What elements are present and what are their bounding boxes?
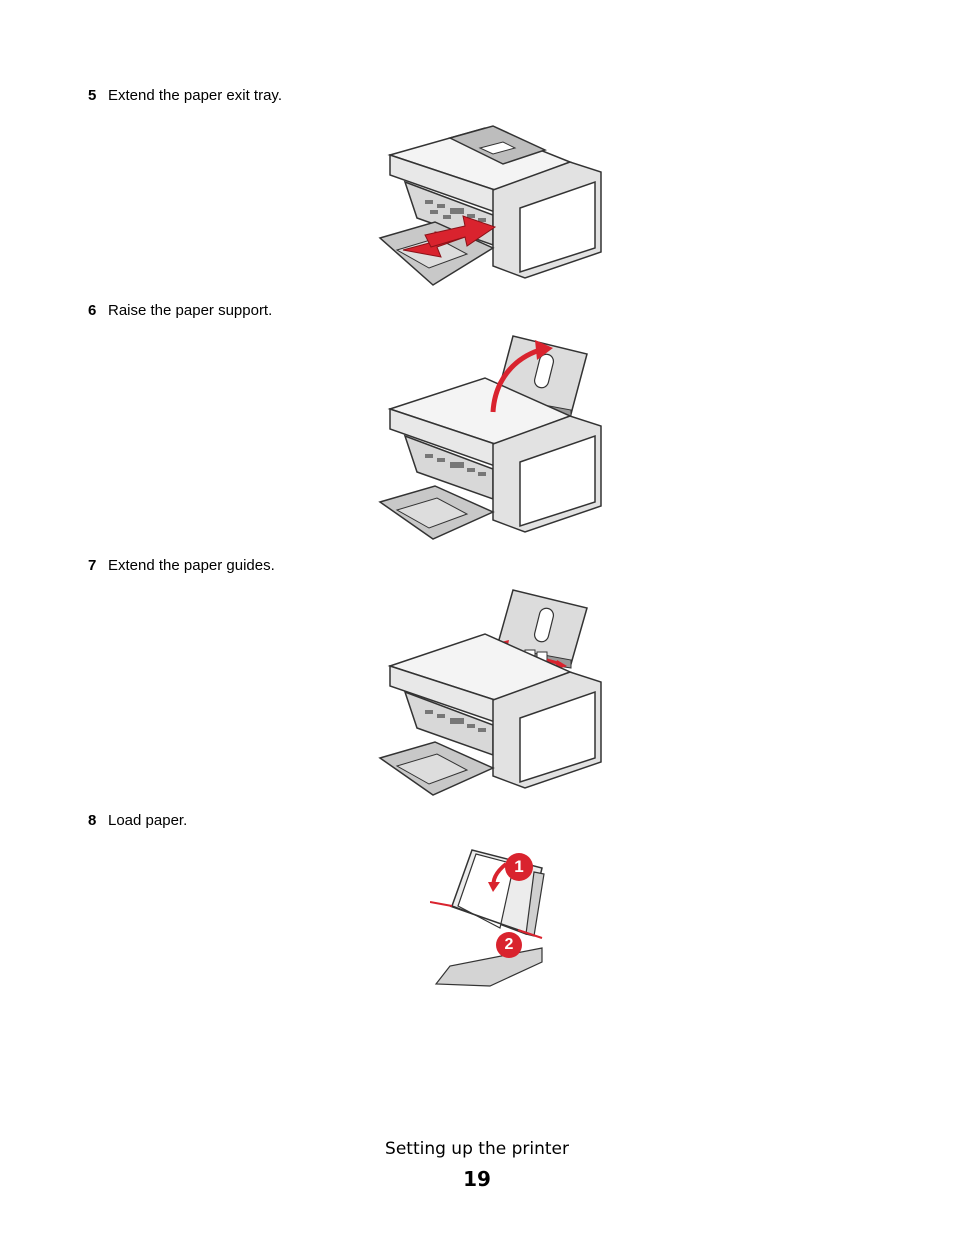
step-8: 8 Load paper. [88, 812, 187, 829]
step-6: 6 Raise the paper support. [88, 302, 272, 319]
callout-2-badge: 2 [496, 932, 522, 958]
step-number: 8 [88, 812, 97, 829]
callout-1-badge: 1 [505, 853, 533, 881]
step-7: 7 Extend the paper guides. [88, 557, 275, 574]
page-number: 19 [463, 1167, 491, 1191]
printer-exit-tray-illustration [378, 125, 602, 286]
step-number: 6 [88, 302, 97, 319]
step-text: Raise the paper support. [108, 302, 273, 319]
printer-paper-support-illustration [378, 335, 602, 540]
step-text: Extend the paper exit tray. [108, 87, 282, 104]
step-5: 5 Extend the paper exit tray. [88, 87, 282, 104]
printer-paper-guides-illustration [378, 589, 602, 796]
step-text: Extend the paper guides. [108, 557, 275, 574]
step-number: 5 [88, 87, 97, 104]
section-title: Setting up the printer [385, 1139, 569, 1159]
load-paper-illustration: 1 2 [430, 844, 550, 989]
step-text: Load paper. [108, 812, 188, 829]
step-number: 7 [88, 557, 97, 574]
